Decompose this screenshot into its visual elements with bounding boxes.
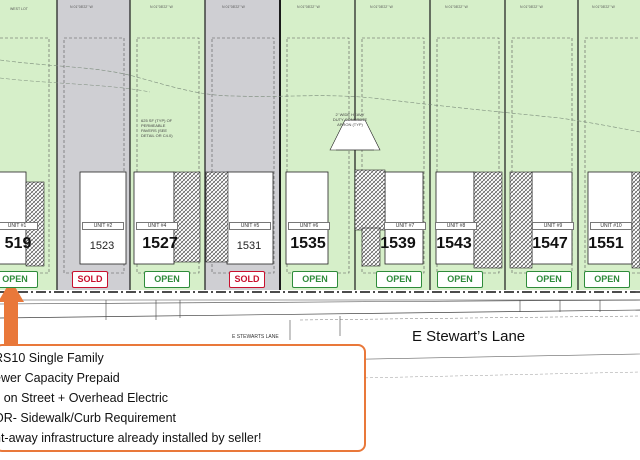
status-badge-open[interactable]: OPEN	[584, 271, 630, 288]
unit-tag: UNIT #10	[590, 222, 632, 230]
pointer-arrow	[0, 280, 24, 348]
status-badge-open[interactable]: OPEN	[437, 271, 483, 288]
unit-tag: UNIT #2	[82, 222, 124, 230]
svg-text:N 01°08'22" W: N 01°08'22" W	[150, 5, 173, 9]
status-badge-open[interactable]: OPEN	[144, 271, 190, 288]
info-line: OR- Sidewalk/Curb Requirement	[0, 411, 177, 425]
info-callout-box	[0, 344, 366, 452]
lot-address: 1527	[142, 235, 178, 252]
unit-tag: UNIT #4	[136, 222, 178, 230]
svg-text:N 01°08'22" W: N 01°08'22" W	[222, 5, 245, 9]
lot-address: 1543	[436, 235, 472, 252]
status-badge-open[interactable]: OPEN	[376, 271, 422, 288]
info-line: ewer Capacity Prepaid	[0, 371, 120, 385]
status-badge-sold[interactable]: SOLD	[229, 271, 265, 288]
status-badge-sold[interactable]: SOLD	[72, 271, 108, 288]
paver-note: 625 SF (TYP) OF PERMEABLE PAVERS (SEE DE…	[141, 118, 173, 138]
svg-text:N 01°08'22" W: N 01°08'22" W	[592, 5, 615, 9]
status-badge-open[interactable]: OPEN	[526, 271, 572, 288]
driveway-apron-note: 2' WIDE HEAVY DUTY CONCRETE APRON (TYP)	[332, 112, 368, 127]
street-name: E Stewart’s Lane	[412, 328, 526, 345]
status-badge-open[interactable]: OPEN	[292, 271, 338, 288]
street-name-small: E STEWARTS LANE	[232, 334, 279, 340]
info-line: RS10 Single Family	[0, 351, 104, 365]
info-line: nt-away infrastructure already installed…	[0, 431, 262, 445]
lot-address: 1523	[89, 240, 115, 252]
lot-address: 1539	[380, 235, 416, 252]
unit-tag: UNIT #6	[288, 222, 330, 230]
unit-tag: UNIT #5	[229, 222, 271, 230]
svg-text:N 01°08'22" W: N 01°08'22" W	[70, 5, 93, 9]
svg-text:N 01°08'22" W: N 01°08'22" W	[445, 5, 468, 9]
unit-tag: UNIT #7	[384, 222, 426, 230]
svg-text:N 01°08'22" W: N 01°08'22" W	[520, 5, 543, 9]
lot-address: 1535	[290, 235, 326, 252]
unit-tag: UNIT #9	[532, 222, 574, 230]
svg-text:WEST LOT: WEST LOT	[10, 7, 29, 11]
svg-text:N 01°08'22" W: N 01°08'22" W	[370, 5, 393, 9]
info-line: s on Street + Overhead Electric	[0, 391, 169, 405]
unit-tag: UNIT #8	[435, 222, 477, 230]
lot-address: 1551	[588, 235, 624, 252]
unit-tag: UNIT #1	[0, 222, 38, 230]
svg-text:N 01°08'22" W: N 01°08'22" W	[297, 5, 320, 9]
info-list: RS10 Single Family ewer Capacity Prepaid…	[0, 348, 261, 448]
status-badge-open[interactable]: OPEN	[0, 271, 38, 288]
lot-address: 1547	[532, 235, 568, 252]
lot-address: 519	[4, 235, 32, 252]
lot-address: 1531	[236, 240, 262, 252]
